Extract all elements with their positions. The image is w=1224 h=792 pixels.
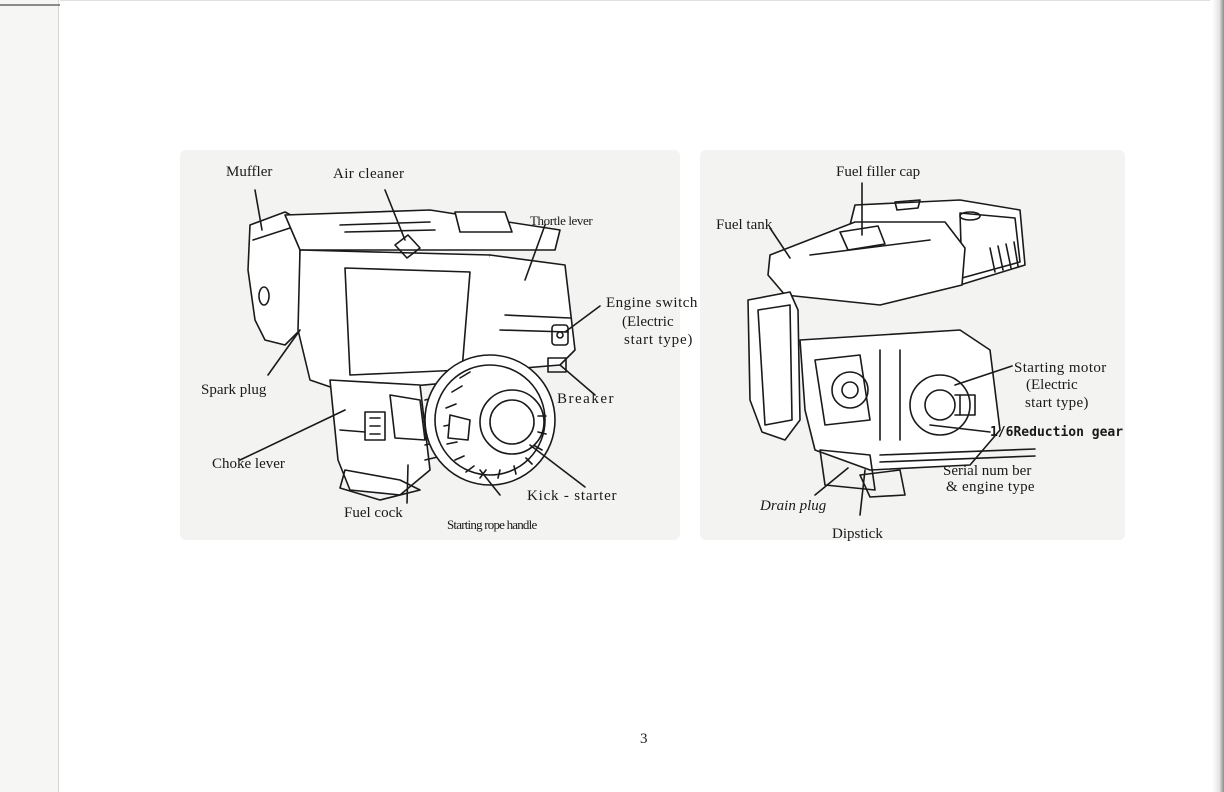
- label-drain-plug: Drain plug: [760, 498, 826, 514]
- label-engine-switch-note-2: start type): [624, 332, 693, 348]
- label-engine-switch-note-1: (Electric: [622, 314, 674, 330]
- label-starting-motor-note-1: (Electric: [1026, 377, 1078, 393]
- label-starting-motor-note-2: start type): [1025, 395, 1089, 411]
- label-breaker: Breaker: [557, 391, 615, 407]
- label-fuel-cock: Fuel cock: [344, 505, 403, 521]
- label-engine-switch: Engine switch: [606, 295, 698, 311]
- label-starting-motor: Starting motor: [1014, 360, 1107, 376]
- label-dipstick: Dipstick: [832, 526, 883, 542]
- label-fuel-filler-cap: Fuel filler cap: [836, 164, 920, 180]
- label-fuel-tank: Fuel tank: [716, 217, 772, 233]
- left-engine-drawing: [240, 190, 600, 503]
- label-choke-lever: Choke lever: [212, 456, 285, 472]
- label-starting-rope-handle: Starting rope handle: [447, 517, 536, 533]
- label-serial-number-2: & engine type: [946, 479, 1035, 495]
- label-air-cleaner: Air cleaner: [333, 166, 404, 182]
- label-serial-number-1: Serial num ber: [943, 463, 1031, 479]
- label-throttle-lever: Thortle lever: [530, 213, 592, 229]
- label-kick-starter: Kick - starter: [527, 488, 617, 504]
- label-spark-plug: Spark plug: [201, 382, 266, 398]
- label-muffler: Muffler: [226, 164, 272, 180]
- label-reduction-gear: 1/6Reduction gear: [990, 425, 1123, 441]
- page-number: 3: [640, 731, 648, 748]
